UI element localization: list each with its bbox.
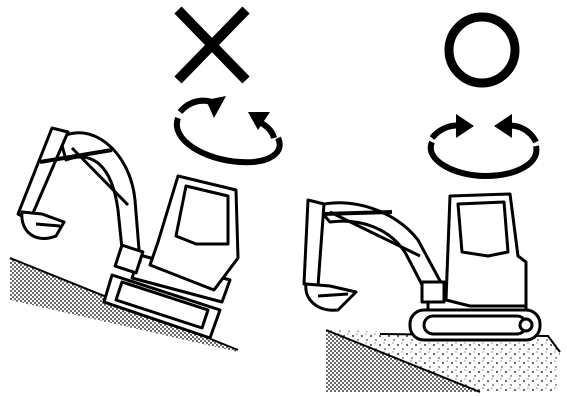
- correct-circle-icon: [449, 17, 515, 83]
- swing-rotation-icon: [431, 126, 537, 177]
- rotation-arrowhead: [494, 114, 512, 138]
- excavator-level: [304, 194, 540, 340]
- swing-rotation-icon: [177, 101, 280, 162]
- incorrect-cross-icon: [178, 10, 246, 80]
- right-panel: [304, 17, 560, 392]
- wrong-panel: [10, 10, 280, 352]
- rotation-arrowhead: [456, 114, 474, 138]
